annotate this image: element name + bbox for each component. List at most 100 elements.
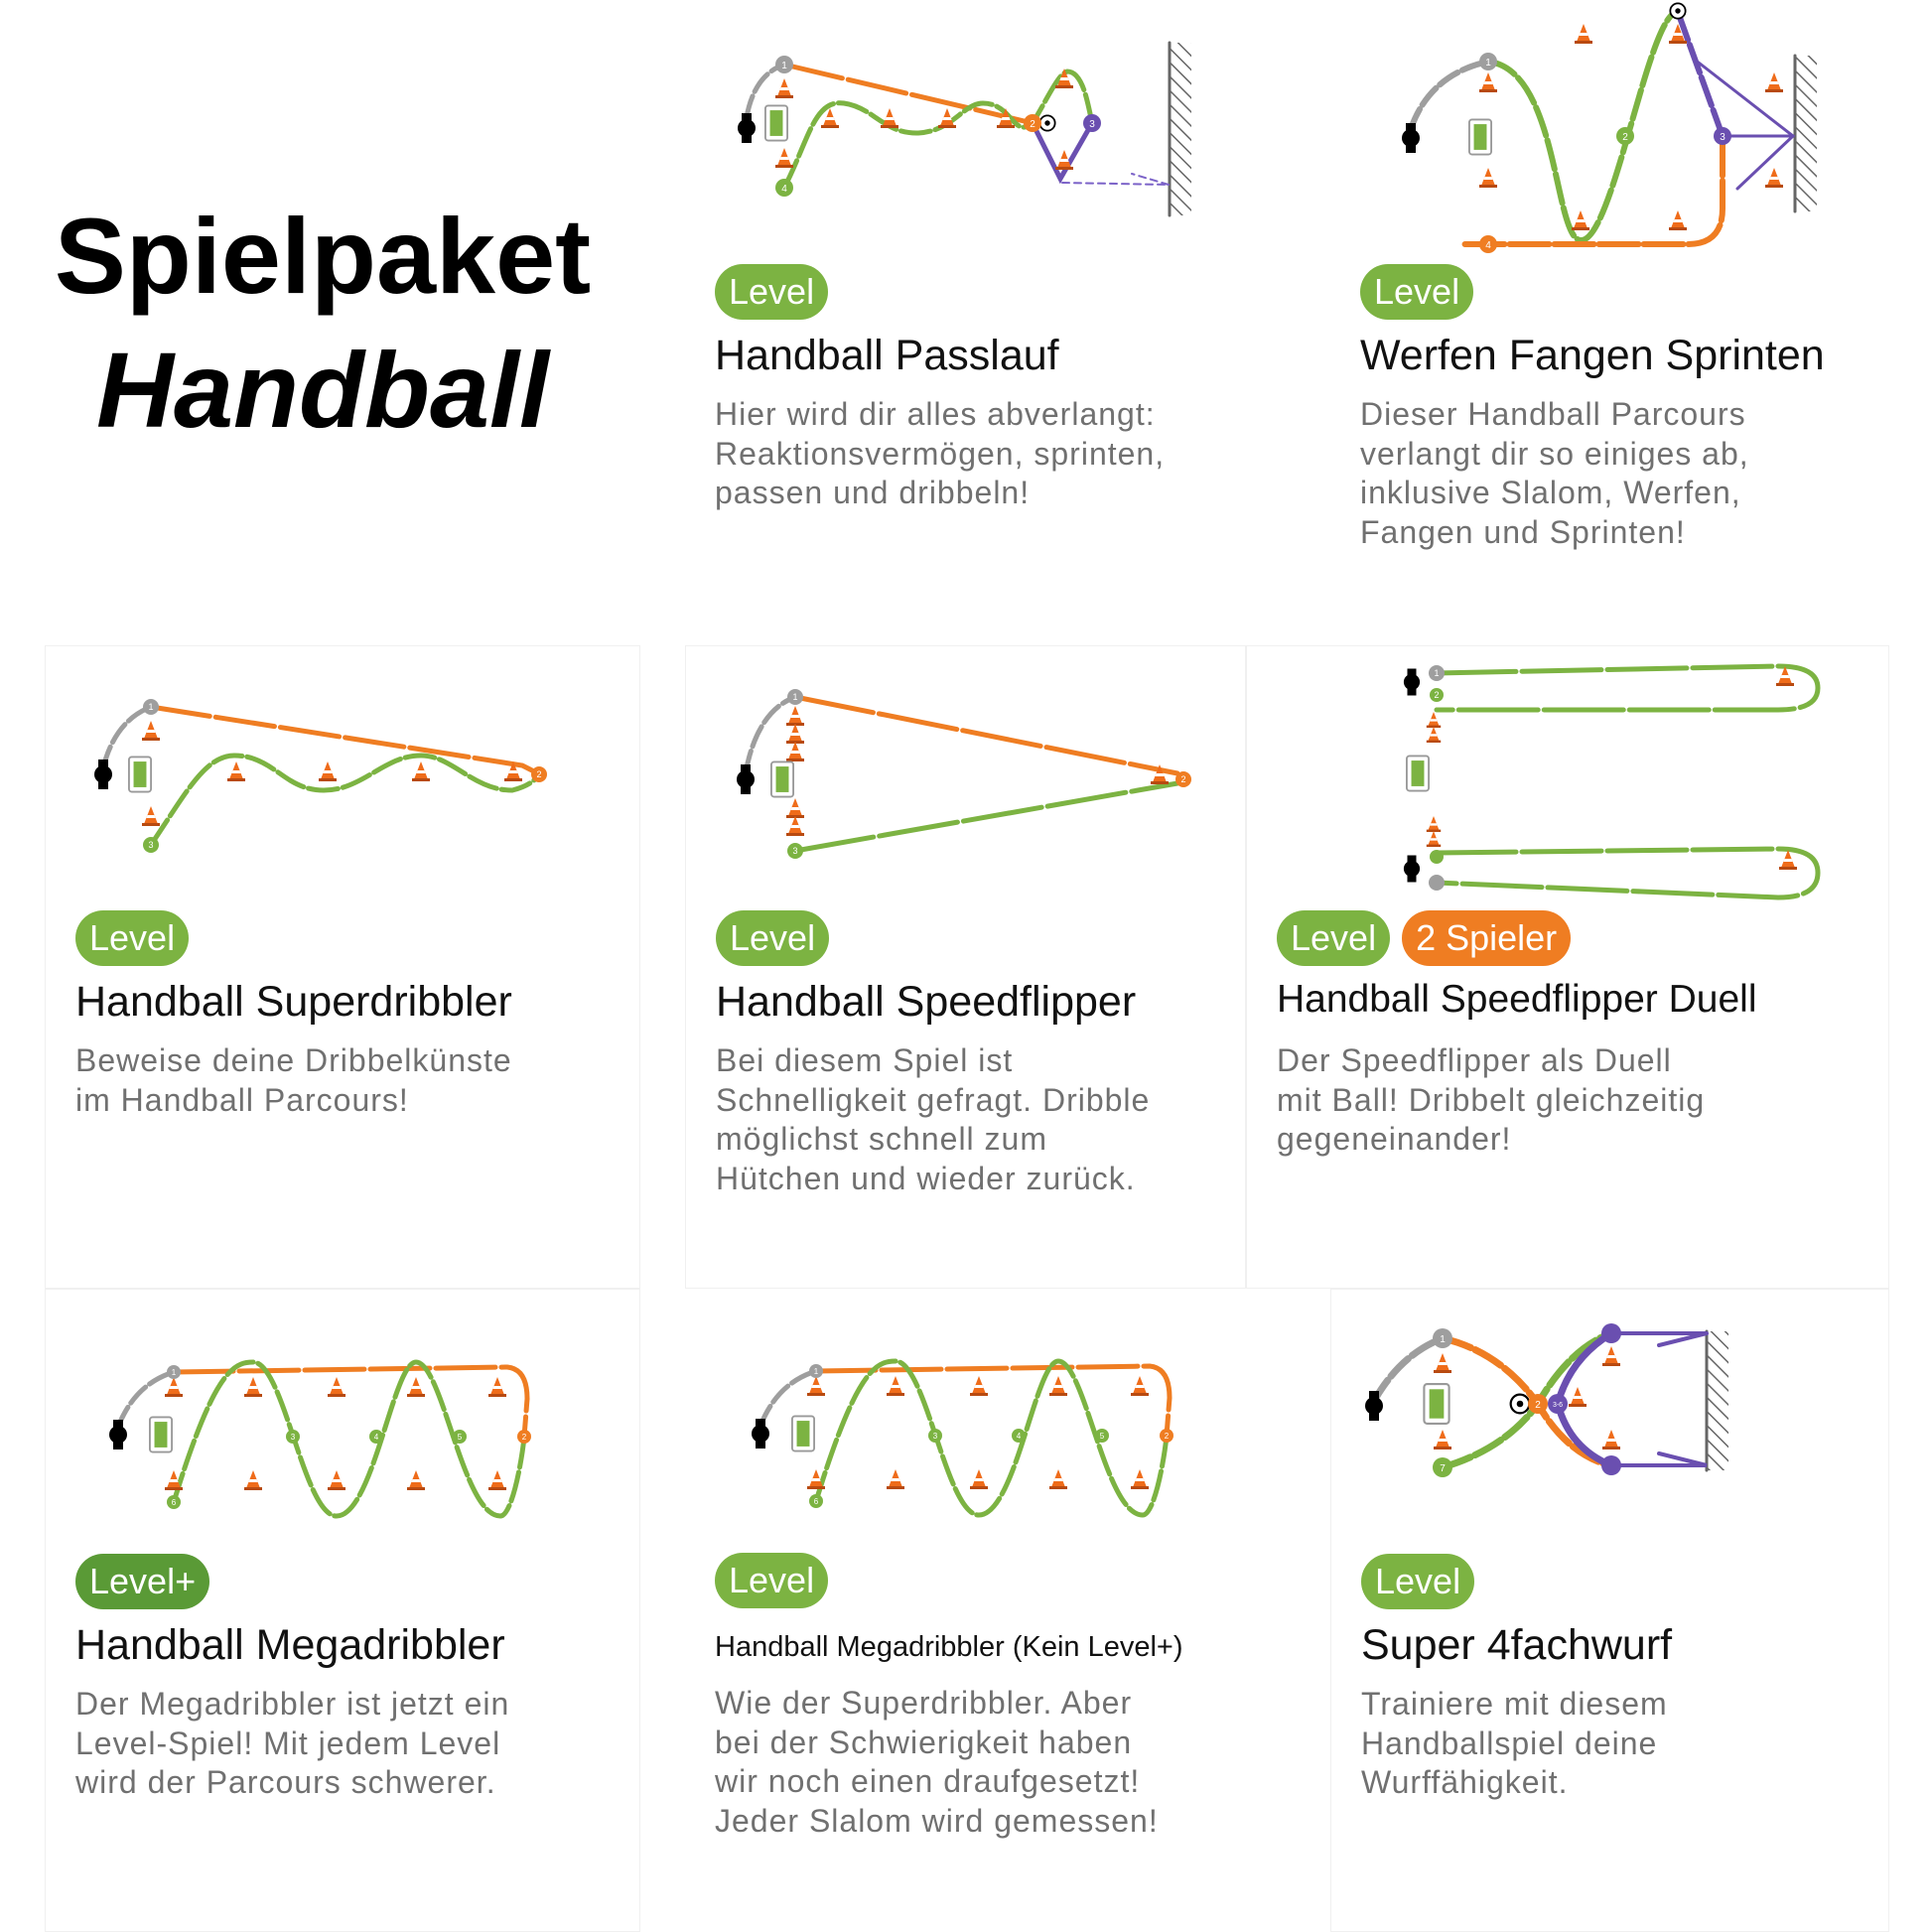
description-line: Schnelligkeit gefragt. Dribble: [716, 1081, 1151, 1118]
description-line: wird der Parcours schwerer.: [75, 1764, 496, 1800]
watch-icon: [1402, 123, 1420, 153]
level-badge: Level: [715, 1553, 829, 1608]
node-label: 1: [781, 61, 787, 71]
node-label: 5: [1100, 1432, 1105, 1441]
ball-icon: [1509, 1393, 1531, 1415]
device-icon: [128, 756, 152, 793]
cone-icon: [1131, 1376, 1149, 1396]
cone-icon: [244, 1377, 262, 1397]
cone-icon: [1426, 816, 1442, 832]
course-diagram: 123: [737, 689, 1191, 859]
node-label: 3: [1720, 132, 1725, 143]
cone-icon: [786, 742, 804, 761]
cone-icon: [412, 761, 430, 781]
card-title[interactable]: Werfen Fangen Sprinten: [1360, 332, 1825, 379]
description-line: mit Ball! Dribbelt gleichzeitig: [1277, 1081, 1706, 1118]
node-label: 1: [1434, 668, 1439, 678]
cone-icon: [1569, 1387, 1587, 1407]
course-diagram: 123: [94, 699, 547, 853]
card-title[interactable]: Handball Speedflipper Duell: [1277, 978, 1757, 1021]
level-badge: Level: [75, 910, 190, 966]
card-title[interactable]: Handball Speedflipper: [716, 978, 1137, 1026]
cone-icon: [407, 1470, 425, 1490]
level-badge: Level: [1361, 1554, 1475, 1609]
cone-icon: [881, 108, 898, 128]
card-title[interactable]: Handball Megadribbler: [75, 1621, 505, 1669]
cone-icon: [319, 761, 337, 781]
cone-icon: [328, 1377, 345, 1397]
ball-icon: [1669, 2, 1687, 20]
level-badge: Level: [715, 264, 829, 320]
description-line: Bei diesem Spiel ist: [716, 1042, 1014, 1078]
cone-icon: [1765, 72, 1783, 92]
cone-icon: [1669, 210, 1687, 230]
node-label: 3: [148, 840, 153, 850]
node-label: 6: [172, 1498, 177, 1507]
node-label: 4: [374, 1433, 379, 1442]
cone-icon: [407, 1377, 425, 1397]
cone-icon: [1434, 1353, 1451, 1373]
node-label: 2: [536, 769, 541, 779]
cone-icon: [244, 1470, 262, 1490]
device-icon: [1423, 1383, 1450, 1425]
description-line: möglichst schnell zum: [716, 1121, 1047, 1157]
cone-icon: [786, 706, 804, 726]
cone-icon: [970, 1469, 988, 1489]
node-label: 3: [291, 1433, 296, 1442]
node-label: 2: [1434, 690, 1439, 700]
device-icon: [770, 760, 794, 798]
description-line: Handballspiel deine: [1361, 1725, 1658, 1761]
players-badge: 2 Spieler: [1402, 910, 1572, 966]
card-title[interactable]: Handball Passlauf: [715, 332, 1059, 379]
description-line: Hier wird dir alles abverlangt:: [715, 396, 1156, 432]
watch-icon: [1403, 855, 1421, 883]
heading-line-1: Spielpaket: [54, 196, 592, 316]
description-line: Wurffähigkeit.: [1361, 1764, 1569, 1800]
cone-icon: [1426, 727, 1442, 743]
description-line: Der Megadribbler ist jetzt ein: [75, 1686, 510, 1722]
heading-line-2: Handball: [95, 330, 550, 450]
level-badge: Level: [1277, 910, 1391, 966]
node-label: 7: [1440, 1463, 1446, 1474]
cone-icon: [1602, 1430, 1620, 1449]
cone-icon: [328, 1470, 345, 1490]
course-diagram: 12: [1403, 663, 1821, 900]
page-heading: Spielpaket Handball: [40, 189, 606, 457]
cone-icon: [1479, 72, 1497, 92]
card-title[interactable]: Handball Superdribbler: [75, 978, 512, 1026]
cone-icon: [142, 721, 160, 741]
node-label: 2: [1180, 774, 1185, 784]
node-label: 3: [1089, 119, 1095, 130]
node-label: 1: [1440, 1334, 1446, 1345]
watch-icon: [737, 764, 755, 794]
device-icon: [1468, 118, 1492, 156]
node-label: 1: [814, 1367, 819, 1376]
node-label: 2: [1030, 119, 1035, 130]
device-icon: [791, 1415, 815, 1452]
ball-icon: [1038, 114, 1056, 132]
watch-icon: [109, 1420, 127, 1449]
card-title[interactable]: Handball Megadribbler (Kein Level+): [715, 1631, 1183, 1663]
cone-icon: [488, 1377, 506, 1397]
cone-icon: [1779, 850, 1797, 870]
card-title[interactable]: Super 4fachwurf: [1361, 1621, 1673, 1669]
description-line: wir noch einen draufgesetzt!: [715, 1763, 1141, 1799]
watch-icon: [1403, 668, 1421, 696]
cone-icon: [227, 761, 245, 781]
watch-icon: [752, 1419, 769, 1449]
cone-icon: [1479, 168, 1497, 188]
cone-icon: [488, 1470, 506, 1490]
